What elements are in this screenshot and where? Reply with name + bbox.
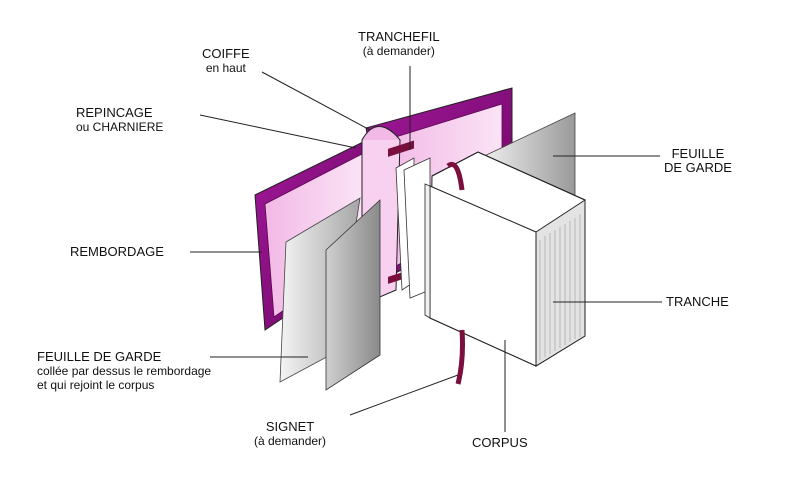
label-coiffe-line2: en haut — [205, 61, 246, 75]
label-tranchefil-line1: TRANCHEFIL — [358, 29, 440, 44]
label-coiffe: COIFFE en haut — [202, 46, 250, 76]
leader-lines — [190, 66, 662, 432]
corpus-block — [424, 151, 586, 367]
label-rembordage: REMBORDAGE — [70, 244, 164, 259]
label-tranche: TRANCHE — [666, 294, 729, 309]
label-repincage-line1: REPINCAGE — [76, 105, 153, 120]
label-repincage-line2: ou CHARNIERE — [76, 120, 164, 134]
label-feuille-left-line3: et qui rejoint le corpus — [37, 378, 155, 392]
label-feuille-left-line2: collée par dessus le rembordage — [37, 364, 212, 378]
label-signet-line1: SIGNET — [265, 419, 315, 434]
signet-ribbon — [446, 162, 465, 385]
label-corpus: CORPUS — [472, 435, 528, 450]
label-feuille-left-line1: FEUILLE DE GARDE — [37, 349, 162, 364]
inner-pages — [395, 157, 431, 299]
label-feuille-right-line2: DE GARDE — [664, 160, 732, 175]
label-repincage: REPINCAGE ou CHARNIERE — [76, 105, 164, 135]
flyleaf-left — [279, 197, 381, 391]
label-signet-line2: (à demander) — [254, 434, 327, 448]
label-tranchefil: TRANCHEFIL (à demander) — [358, 29, 440, 59]
label-signet: SIGNET (à demander) — [254, 419, 327, 449]
label-feuille-right-line1: FEUILLE — [671, 146, 725, 161]
tranchefil-bands — [388, 140, 414, 284]
label-tranchefil-line2: (à demander) — [362, 44, 435, 58]
label-feuille-left: FEUILLE DE GARDE collée par dessus le re… — [37, 349, 212, 393]
label-feuille-right: FEUILLE DE GARDE — [664, 147, 732, 175]
label-coiffe-line1: COIFFE — [202, 46, 250, 61]
